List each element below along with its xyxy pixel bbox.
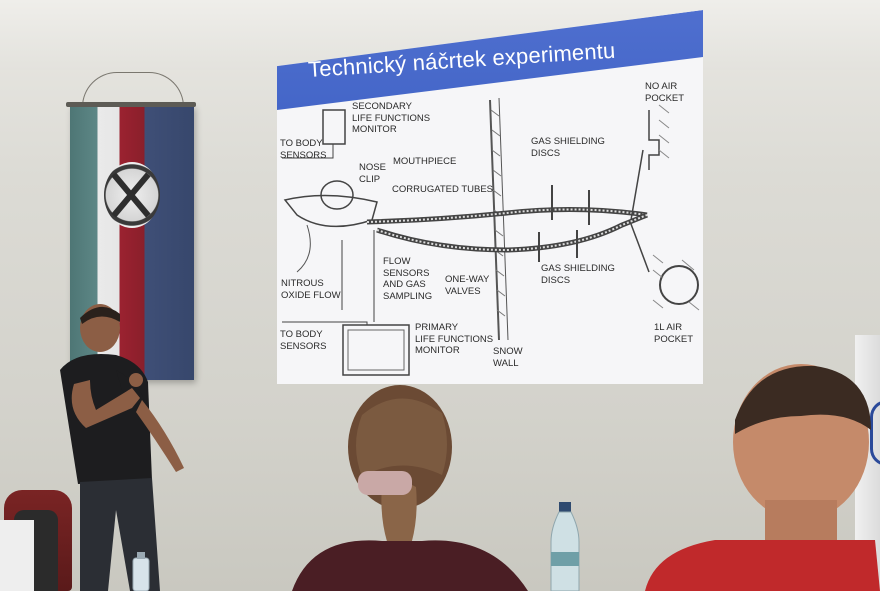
label-mouthpiece: MOUTHPIECE (393, 156, 457, 167)
snow-wall-drawing (489, 97, 509, 341)
banner-rod (66, 102, 196, 107)
presenter (60, 304, 184, 591)
water-bottle-small (132, 552, 150, 591)
tablecloth (0, 520, 34, 591)
label-to-body-sensors: TO BODY SENSORS (280, 138, 327, 161)
projected-slide (277, 10, 703, 384)
experiment-sketch (282, 97, 700, 376)
label-secondary-monitor: SECONDARY LIFE FUNCTIONS MONITOR (352, 101, 431, 135)
label-snow-wall: SNOW WALL (493, 346, 523, 369)
audience-man (645, 364, 880, 591)
water-bottle (550, 502, 580, 591)
corrugated-tubes-drawing (366, 185, 648, 262)
label-no-air-pocket: NO AIR POCKET (645, 81, 685, 104)
label-nose-clip: NOSE CLIP (359, 162, 386, 185)
air-pockets-drawing (630, 104, 700, 311)
label-primary-monitor: PRIMARY LIFE FUNCTIONS MONITOR (415, 322, 494, 356)
label-gas-shielding-discs-bottom: GAS SHIELDING DISCS (541, 263, 615, 286)
monitors-drawing (282, 109, 410, 376)
label-gas-shielding-discs-top: GAS SHIELDING DISCS (531, 136, 605, 159)
person-head-drawing (283, 180, 378, 273)
label-flow-sensors: FLOW SENSORS AND GAS SAMPLING (383, 256, 433, 302)
label-1l-air-pocket: 1L AIR POCKET (654, 322, 694, 345)
audience-woman (292, 385, 528, 591)
label-nitrous-oxide-flow: NITROUS OXIDE FLOW (281, 278, 341, 301)
label-corrugated-tubes: CORRUGATED TUBES (392, 184, 493, 195)
label-to-body-sensors-bottom: TO BODY SENSORS (280, 329, 327, 352)
label-one-way-valves: ONE-WAY VALVES (445, 274, 490, 297)
